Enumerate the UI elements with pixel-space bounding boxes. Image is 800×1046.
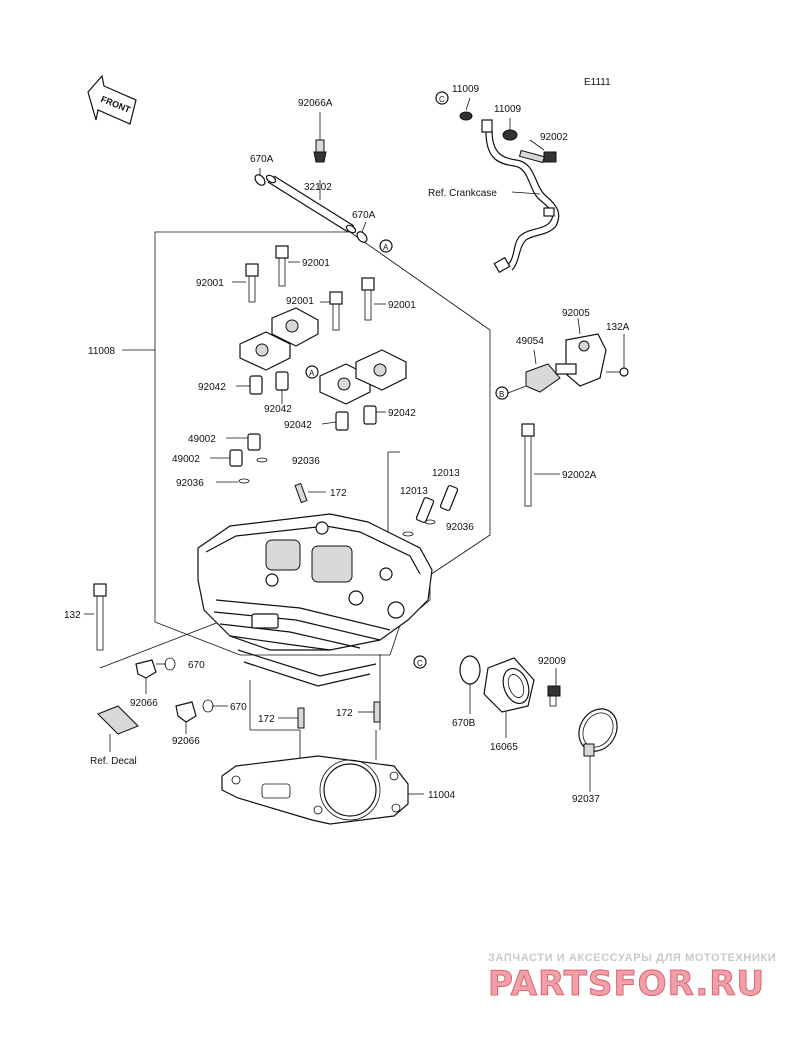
label-92001: 92001 xyxy=(302,258,330,269)
label-49054: 49054 xyxy=(516,336,544,347)
clamp-92037 xyxy=(578,708,618,757)
label-49002: 49002 xyxy=(172,454,200,465)
camshaft-cap-left xyxy=(239,307,319,371)
label-92042: 92042 xyxy=(388,408,416,419)
stud-172 xyxy=(294,482,308,504)
label-11008: 11008 xyxy=(88,346,116,357)
label-92002: 92002 xyxy=(540,132,568,143)
camshaft-cap-right xyxy=(319,349,407,405)
label-92037: 92037 xyxy=(572,794,600,805)
svg-text:A: A xyxy=(309,369,315,378)
bolt-132 xyxy=(93,583,107,651)
svg-text:C: C xyxy=(417,659,423,668)
head-gasket-11004 xyxy=(221,755,409,825)
decal xyxy=(97,705,139,735)
oring-670A-top xyxy=(254,174,368,243)
label-92066: 92066 xyxy=(130,698,158,709)
label-92001: 92001 xyxy=(388,300,416,311)
bolt-92002A xyxy=(521,423,535,507)
label-172: 172 xyxy=(330,488,347,499)
intake-holder-16065 xyxy=(459,655,535,713)
label-92036: 92036 xyxy=(176,478,204,489)
label-ref-crankcase: Ref. Crankcase xyxy=(428,188,497,199)
label-132: 132 xyxy=(64,610,81,621)
label-92001: 92001 xyxy=(286,296,314,307)
oil-pipe xyxy=(481,119,560,274)
label-172: 172 xyxy=(336,708,353,719)
assembly-frame-11008 xyxy=(154,231,491,656)
valve-guide-49002 xyxy=(229,433,268,484)
front-arrow: FRONT xyxy=(87,74,137,125)
label-92009: 92009 xyxy=(538,656,566,667)
label-16065: 16065 xyxy=(490,742,518,753)
label-49002: 49002 xyxy=(188,434,216,445)
label-670A: 670A xyxy=(250,154,274,165)
label-92005: 92005 xyxy=(562,308,590,319)
chain-tensioner xyxy=(525,333,629,393)
washer-11009 xyxy=(459,111,518,141)
breather-tube-32102 xyxy=(265,174,357,234)
label-92001: 92001 xyxy=(196,278,224,289)
label-92066A: 92066A xyxy=(298,98,333,109)
label-670: 670 xyxy=(230,702,247,713)
label-92042: 92042 xyxy=(198,382,226,393)
label-132A: 132A xyxy=(606,322,630,333)
watermark-logo: PARTSFOR.RU xyxy=(487,964,766,1005)
label-92042: 92042 xyxy=(264,404,292,415)
label-12013: 12013 xyxy=(400,486,428,497)
label-92036: 92036 xyxy=(446,522,474,533)
svg-text:B: B xyxy=(499,390,504,399)
diagram-code: E1111 xyxy=(584,77,611,88)
bolt-92002 xyxy=(518,149,557,164)
label-11009: 11009 xyxy=(452,84,480,95)
label-670: 670 xyxy=(188,660,205,671)
label-670B: 670B xyxy=(452,718,476,729)
plug-92066 xyxy=(135,657,214,723)
label-92002A: 92002A xyxy=(562,470,597,481)
label-172: 172 xyxy=(258,714,275,725)
callout-a: A A xyxy=(305,239,393,379)
label-92036: 92036 xyxy=(292,456,320,467)
label-ref-decal: Ref. Decal xyxy=(90,756,137,767)
valve-guide-12013 xyxy=(402,485,459,537)
svg-text:C: C xyxy=(439,95,445,104)
label-32102: 32102 xyxy=(304,182,332,193)
dowel-92042 xyxy=(249,371,377,431)
label-11009: 11009 xyxy=(494,104,522,115)
bolt-92009 xyxy=(547,685,561,707)
label-12013: 12013 xyxy=(432,468,460,479)
bolt-92001 xyxy=(245,245,375,331)
cylinder-head-11008 xyxy=(197,513,433,687)
label-670A: 670A xyxy=(352,210,376,221)
label-11004: 11004 xyxy=(428,790,456,801)
callout-c: C C xyxy=(413,91,449,669)
watermark-tagline: ЗАПЧАСТИ И АКСЕССУАРЫ ДЛЯ МОТОТЕХНИКИ xyxy=(488,952,777,964)
svg-text:A: A xyxy=(383,243,389,252)
label-92066: 92066 xyxy=(172,736,200,747)
label-92042: 92042 xyxy=(284,420,312,431)
plug-92066A xyxy=(313,112,327,163)
